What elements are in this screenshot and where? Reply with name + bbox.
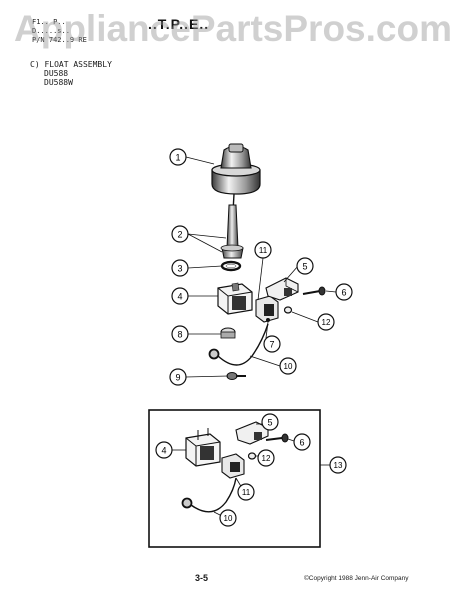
header-line-1: F1.. P.. <box>32 18 66 26</box>
model-number-1: DU588 <box>44 69 69 78</box>
svg-text:5: 5 <box>267 418 272 428</box>
callout-1: 1 <box>169 148 187 166</box>
header-line-2: D.....s.. <box>32 27 70 35</box>
inset-spacer-part <box>247 452 257 460</box>
section-title: C) FLOAT ASSEMBLY <box>30 60 112 69</box>
svg-text:4: 4 <box>177 292 182 302</box>
inset-callout-4: 4 <box>155 441 173 459</box>
callout-11: 11 <box>254 241 272 259</box>
svg-text:11: 11 <box>259 246 268 255</box>
svg-text:2: 2 <box>177 230 182 240</box>
inset-screw-part <box>265 433 289 443</box>
svg-text:13: 13 <box>334 461 343 470</box>
svg-text:6: 6 <box>341 288 346 298</box>
svg-text:6: 6 <box>299 438 304 448</box>
watermark: AppliancePartsPros.com <box>14 8 452 49</box>
callout-7: 7 <box>263 335 281 353</box>
svg-text:3: 3 <box>177 264 182 274</box>
inset-assembly-box <box>148 409 321 548</box>
callout-2: 2 <box>171 225 189 243</box>
svg-text:1: 1 <box>175 153 180 163</box>
svg-text:8: 8 <box>177 330 182 340</box>
callout-3: 3 <box>171 259 189 277</box>
svg-text:4: 4 <box>161 446 166 456</box>
svg-text:12: 12 <box>322 318 331 327</box>
svg-text:7: 7 <box>269 340 274 350</box>
inset-callout-10: 10 <box>219 509 237 527</box>
svg-text:10: 10 <box>284 362 293 371</box>
svg-text:12: 12 <box>262 454 271 463</box>
screw-part <box>302 286 326 296</box>
inset-bracket-part <box>185 428 221 467</box>
inset-callout-5: 5 <box>261 413 279 431</box>
inset-callout-6: 6 <box>293 433 311 451</box>
inset-callout-12: 12 <box>257 449 275 467</box>
o-ring-part <box>220 260 242 272</box>
switch-lever-part <box>265 277 299 301</box>
mounting-screw-part <box>226 372 246 380</box>
inset-switch-part <box>221 453 245 479</box>
float-cap-part <box>211 143 261 213</box>
page-number: 3-5 <box>195 573 209 583</box>
callout-9: 9 <box>169 368 187 386</box>
inset-callout-13: 13 <box>329 456 347 474</box>
inset-callout-11: 11 <box>237 483 255 501</box>
callout-10: 10 <box>279 357 297 375</box>
micro-switch-part <box>255 295 279 323</box>
callout-8: 8 <box>171 325 189 343</box>
callout-6: 6 <box>335 283 353 301</box>
inset-lever-part <box>235 421 269 445</box>
header-title: ..T.P..E.. <box>148 16 210 32</box>
callout-12: 12 <box>317 313 335 331</box>
model-number-2: DU588W <box>44 78 73 87</box>
float-stem-part <box>220 204 244 259</box>
svg-text:11: 11 <box>242 488 251 497</box>
header-line-3: P/N 742..9 RE <box>32 36 87 44</box>
switch-bracket-part <box>217 282 253 315</box>
spacer-part <box>283 306 293 314</box>
leader-lines <box>185 156 337 378</box>
clip-part <box>220 327 236 339</box>
callout-5: 5 <box>296 257 314 275</box>
callout-4: 4 <box>171 287 189 305</box>
svg-text:9: 9 <box>175 373 180 383</box>
inset-wire-lead-part <box>181 477 237 513</box>
svg-text:10: 10 <box>224 514 233 523</box>
svg-text:5: 5 <box>302 262 307 272</box>
wire-lead-part <box>208 323 269 366</box>
section-heading: C) FLOAT ASSEMBLY DU588 DU588W <box>30 60 112 87</box>
copyright-notice: ©Copyright 1988 Jenn-Air Company <box>304 575 409 582</box>
